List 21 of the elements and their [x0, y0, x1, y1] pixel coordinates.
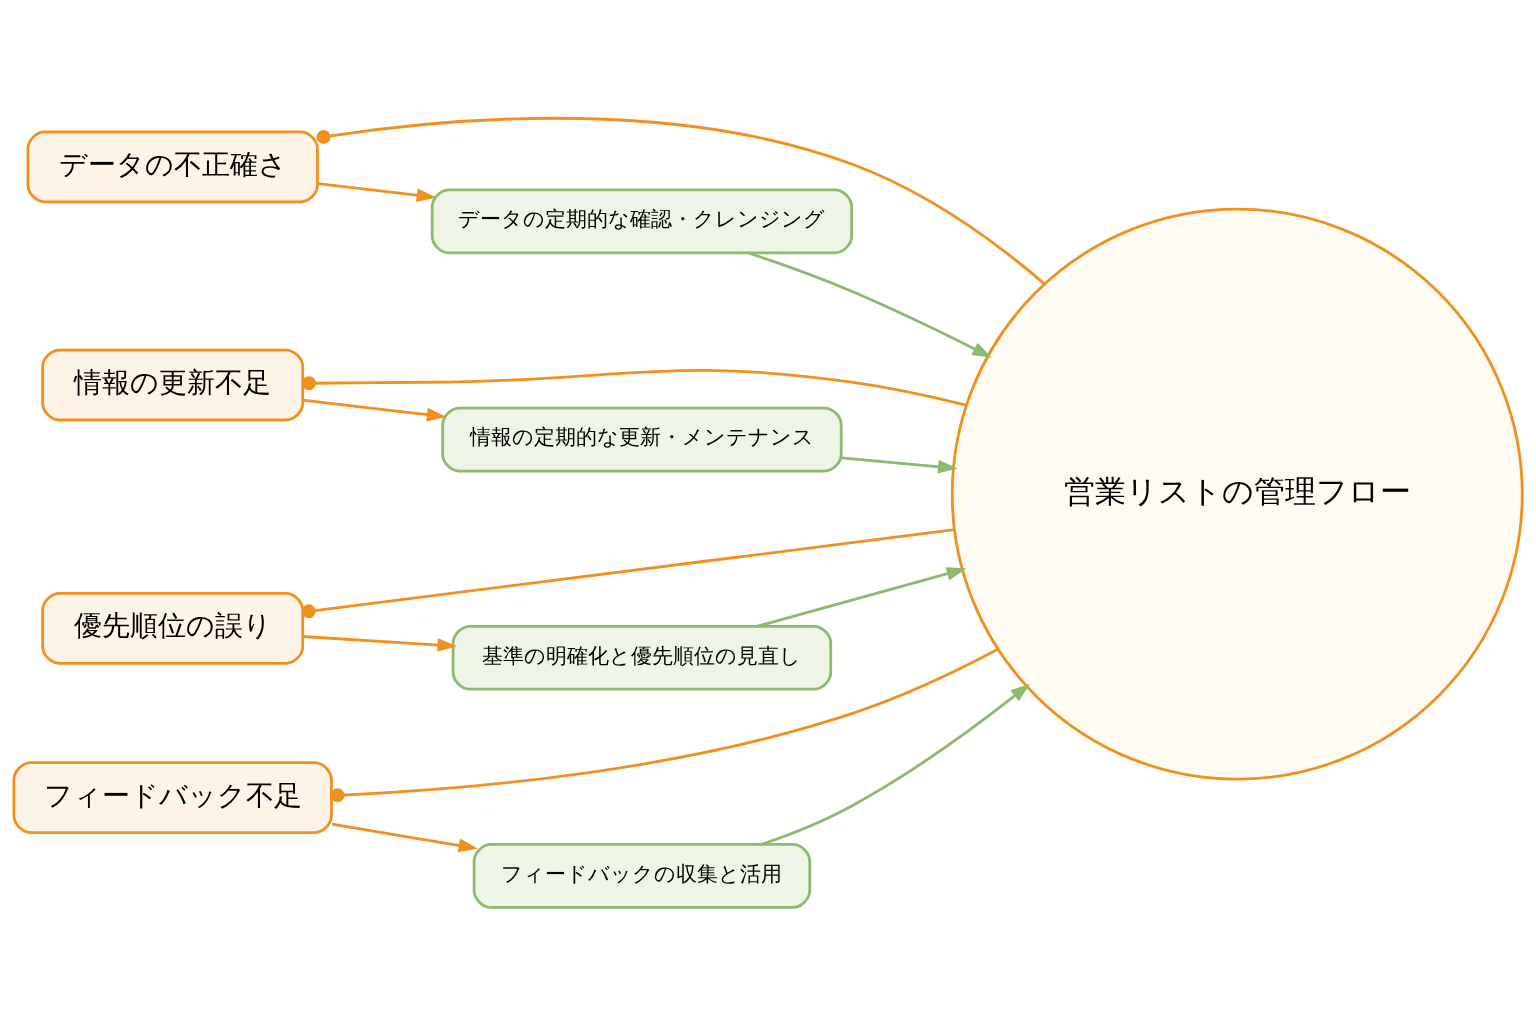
arrow: [761, 683, 1030, 846]
node-box: フィードバック不足: [12, 760, 333, 834]
arrow: [748, 251, 992, 358]
node-box: データの不正確さ: [26, 130, 319, 203]
node-box: データの定期的な確認・クレンジング: [430, 188, 854, 254]
connector: [302, 368, 967, 407]
node-box: 基準の明確化と優先順位の見直し: [451, 624, 833, 691]
node-circle: 営業リストの管理フロー: [950, 207, 1524, 781]
arrow: [302, 398, 447, 421]
connector: [330, 647, 999, 802]
node-box: 情報の更新不足: [41, 348, 305, 421]
connector: [316, 116, 1046, 285]
arrow: [757, 566, 967, 628]
arrow: [841, 455, 958, 474]
arrow: [317, 181, 437, 202]
arrow: [331, 822, 479, 852]
node-box: 情報の定期的な更新・メンテナンス: [441, 406, 843, 472]
arrow: [302, 634, 458, 652]
node-box: 優先順位の誤り: [41, 591, 305, 665]
connector: [301, 527, 955, 618]
node-box: フィードバックの収集と活用: [472, 842, 812, 909]
